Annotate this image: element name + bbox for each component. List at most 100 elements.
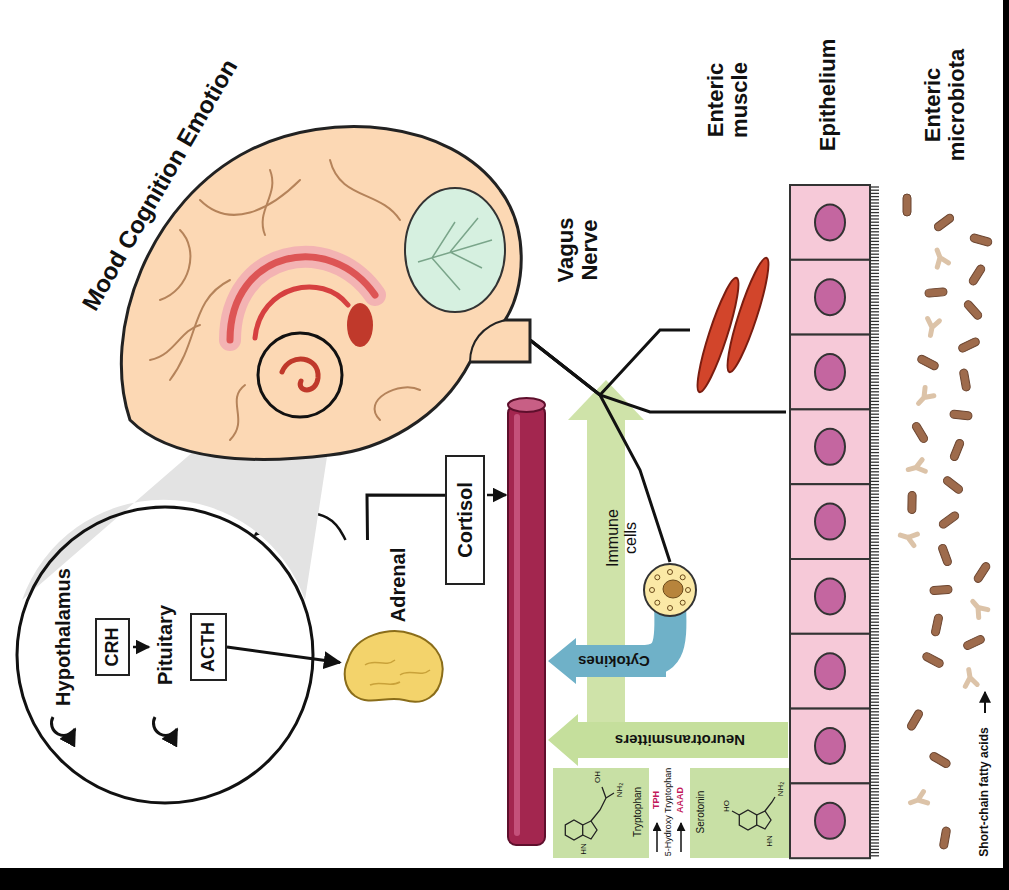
microvilli [870,785,879,786]
epithelial-cell [790,260,870,335]
epithelial-cell [815,354,845,390]
microvilli [870,503,879,504]
microvilli [870,759,879,760]
microvilli [870,423,879,424]
microvilli [870,842,879,843]
microvilli [870,551,879,552]
microvilli [870,199,879,200]
bacterium [925,288,948,298]
microvilli [870,817,879,818]
microvilli [870,836,879,837]
limbic-system [255,287,348,338]
brain-sulcus [263,170,273,235]
node-label: CRH [103,628,123,667]
epithelial-cell [790,335,870,410]
microvilli [870,356,879,357]
microvilli [870,398,879,399]
microvilli [870,209,879,210]
microvilli [870,196,879,197]
bacterium [969,233,992,247]
microvilli [870,679,879,680]
cerebellum [405,188,505,312]
microvilli [870,238,879,239]
bacterium [932,248,949,267]
brain-outline [121,127,530,460]
magnifier-circle [258,333,342,417]
immune-cell-body [668,570,673,575]
microvilli [870,276,879,277]
microvilli [870,734,879,735]
bacterium [963,669,977,687]
signal-arrow [587,418,625,730]
tryptophan-molecule [565,820,582,840]
microvilli [870,654,879,655]
microvilli [870,254,879,255]
cerebellum [405,188,505,312]
microvilli [870,737,879,738]
microvilli [870,202,879,203]
epithelial-cell [815,803,845,839]
signal-arrow [568,380,644,730]
microvilli [870,580,879,581]
node-label: Enteric microbiota [921,43,969,168]
bacterium [933,213,955,233]
epithelial-cell [790,185,870,858]
microvilli [870,618,879,619]
microvilli [870,590,879,591]
microvilli [870,849,879,850]
label: Tryptophan [632,787,643,837]
microvilli [870,670,879,671]
node-label: Hypothalamus [52,568,74,706]
microvilli [870,417,879,418]
microvilli [870,586,879,587]
microvilli [870,401,879,402]
brain-sulcus [200,180,300,215]
brain-shape [70,30,530,475]
microvilli [870,215,879,216]
microvilli [870,244,879,245]
microvilli [870,631,879,632]
microvilli [870,282,879,283]
microvilli [870,689,879,690]
microvilli [870,506,879,507]
microvilli [870,497,879,498]
label: HO [723,800,732,812]
bacterium [928,751,951,769]
bacterium [968,264,986,287]
microvilli [870,273,879,274]
brain-sulcus [150,160,420,440]
microvilli [870,314,879,315]
microvilli [870,241,879,242]
magnifier-circle [258,333,342,417]
microvilli [870,542,879,543]
serotonin-molecule [732,797,775,815]
muscle-cell [691,255,775,395]
label: Vagus Nerve [554,210,602,290]
microvilli [870,775,879,776]
epithelial-cell [790,783,870,858]
microvilli [870,756,879,757]
microvilli [870,807,879,808]
microvilli [870,727,879,728]
microvilli [870,705,879,706]
microvilli [870,772,879,773]
microvilli [870,730,879,731]
limbic-system [282,359,318,390]
microvilli [870,484,879,485]
microvilli [870,823,879,824]
bacterium [914,388,934,408]
microvilli [870,295,879,296]
node-label: Enteric muscle [704,48,752,153]
microvilli [870,270,879,271]
microvilli [870,660,879,661]
node-label: Epithelium [816,39,840,151]
microvilli [870,359,879,360]
microvilli [870,826,879,827]
microvilli [870,279,879,280]
microvilli [870,644,879,645]
microvilli [870,593,879,594]
microvilli [870,622,879,623]
epithelial-cell [790,484,870,559]
microvilli [870,404,879,405]
